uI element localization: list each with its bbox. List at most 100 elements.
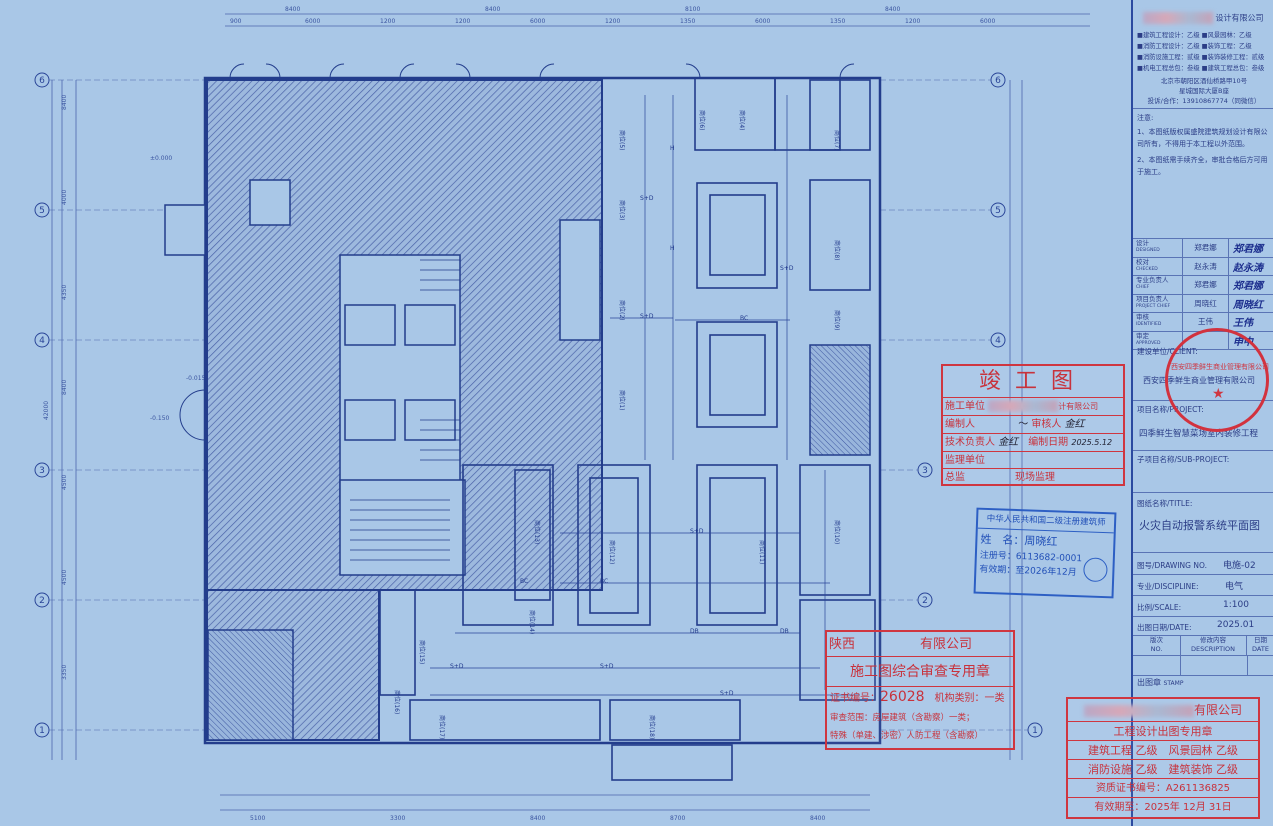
project-name: 四季鲜生智慧菜场室内装修工程	[1139, 429, 1259, 439]
dimension-label: 1350	[830, 18, 845, 25]
svg-text:1: 1	[39, 726, 45, 736]
star-icon: ★	[1212, 386, 1225, 402]
stall-label: 商位(8)	[833, 240, 841, 261]
axis-bubble: 6	[990, 72, 1006, 88]
dimension-label: 6000	[755, 18, 770, 25]
svg-text:1: 1	[1032, 726, 1038, 736]
hatched-room	[207, 629, 294, 741]
date-row: 出图日期/DATE: 2025.01	[1133, 617, 1273, 636]
svg-text:5: 5	[39, 206, 45, 216]
round-company-seal: ★ 西安四季鲜生商业管理有限公司	[1165, 328, 1269, 432]
registered-architect-stamp: 中华人民共和国二级注册建筑师 姓 名：周晓红 注册号：6113682-0001 …	[973, 507, 1117, 599]
scale-row: 比例/SCALE: 1:100	[1133, 596, 1273, 617]
dimension-label: 5100	[250, 815, 265, 822]
dimension-label: 8400	[885, 6, 900, 13]
dimension-label: 4500	[61, 570, 68, 585]
svg-text:6: 6	[995, 76, 1001, 86]
dimension-total: 42000	[43, 401, 50, 420]
drawing-title: 火灾自动报警系统平面图	[1139, 519, 1260, 532]
stall-label: 商位(1)	[618, 390, 626, 411]
stall-label: 商位(4)	[738, 110, 746, 131]
dimension-label: 6000	[305, 18, 320, 25]
axis-bubble: 1	[1027, 722, 1043, 738]
discipline-row: 专业/DISCIPLINE: 电气	[1133, 575, 1273, 596]
title-section: 图纸名称/TITLE: 火灾自动报警系统平面图	[1133, 493, 1273, 553]
axis-bubble: 4	[34, 332, 50, 348]
dimension-label: 4350	[61, 285, 68, 300]
round-seal-text: 西安四季鲜生商业管理有限公司	[1171, 363, 1269, 371]
company-address: 北京市朝阳区酒仙桥路甲10号星城国际大厦B座投诉/合作：13910867774（…	[1147, 77, 1261, 105]
dimension-label: 8100	[685, 6, 700, 13]
axis-bubble: 2	[917, 592, 933, 608]
stall-label: 商位(5)	[618, 130, 626, 151]
svg-text:3: 3	[39, 466, 45, 476]
level-mark: -0.015	[186, 375, 206, 382]
dimension-label: 4500	[61, 475, 68, 490]
stall-label: 商位(3)	[618, 200, 626, 221]
svg-text:2: 2	[39, 596, 45, 606]
dimension-label: 6000	[980, 18, 995, 25]
dimension-label: 1200	[605, 18, 620, 25]
stall-blocks	[379, 77, 876, 781]
dimension-label: 1200	[905, 18, 920, 25]
dimension-label: 900	[230, 18, 242, 25]
dimension-label: 4000	[61, 190, 68, 205]
stall-label: 商位(12)	[608, 540, 616, 564]
dimension-label: 8400	[61, 95, 68, 110]
stall-label: 商位(7)	[833, 130, 841, 151]
building-outline	[203, 76, 882, 745]
stall-label: 商位(11)	[758, 540, 766, 564]
revision-table-row	[1133, 656, 1273, 676]
core-rooms	[164, 179, 871, 576]
wire-label: BC	[740, 315, 748, 322]
axis-bubble: 5	[34, 202, 50, 218]
axis-bubble: 4	[990, 332, 1006, 348]
axis-bubble: 1	[34, 722, 50, 738]
stall-label: 商位(9)	[833, 310, 841, 331]
wire-label: S+D	[450, 663, 464, 670]
stairs	[350, 259, 460, 561]
signature: 周晓红	[1233, 299, 1263, 311]
dimension-label: 8400	[285, 6, 300, 13]
dimension-label: 8700	[670, 815, 685, 822]
wire-label: S+D	[690, 528, 704, 535]
stall-label: 商位(17)	[438, 715, 446, 739]
wire-label: S+D	[640, 313, 654, 320]
signature: 赵永涛	[1233, 262, 1263, 274]
stall-label: 商位(16)	[393, 690, 401, 714]
scale: 1:100	[1223, 600, 1249, 610]
dimension-label: 3300	[390, 815, 405, 822]
axis-bubble: 5	[990, 202, 1006, 218]
drawing-number: 电施-02	[1223, 561, 1256, 571]
wire-label: BC	[520, 578, 528, 585]
wire-label: S+D	[600, 663, 614, 670]
axis-bubble: 2	[34, 592, 50, 608]
svg-text:4: 4	[995, 336, 1001, 346]
level-mark: -0.150	[150, 415, 170, 422]
signature: 郑君娜	[1233, 281, 1263, 292]
stall-label: 商位(2)	[618, 300, 626, 321]
notes: 注意: 1、本图纸版权属盛院建筑规划设计有限公司所有，不得用于本工程以外范围。 …	[1137, 114, 1268, 176]
dimension-label: 8400	[810, 815, 825, 822]
svg-text:4: 4	[39, 336, 45, 346]
dimension-label: 3350	[61, 665, 68, 680]
doors	[179, 63, 855, 441]
wire-label: DB	[780, 628, 789, 635]
axis-bubble: 3	[34, 462, 50, 478]
wire-label: BC	[600, 578, 608, 585]
stall-label: 商位(13)	[533, 520, 541, 544]
drawing-number-row: 图号/DRAWING NO. 电施-02	[1133, 553, 1273, 575]
level-mark: ±0.000	[150, 155, 172, 162]
dimension-label: 8400	[485, 6, 500, 13]
stall-label: 商位(15)	[418, 640, 426, 664]
wire-label: S+D	[780, 265, 794, 272]
dimension-label: 8400	[61, 380, 68, 395]
issue-date: 2025.01	[1217, 620, 1255, 630]
dimension-label: 1200	[380, 18, 395, 25]
axis-bubble: 6	[34, 72, 50, 88]
